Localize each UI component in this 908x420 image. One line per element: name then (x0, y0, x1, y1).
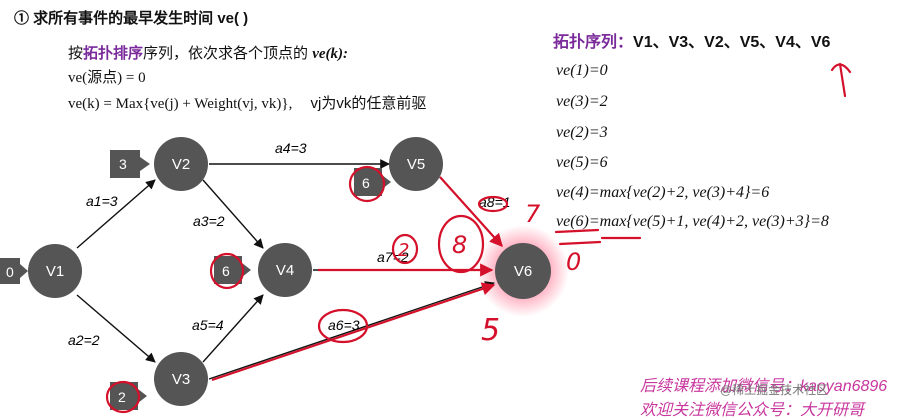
node-v5-label: V5 (407, 156, 425, 173)
red-seven: 7 (525, 200, 541, 228)
edge-v3-v4 (202, 294, 264, 363)
node-v6-label: V6 (514, 263, 532, 280)
red-five: 5 (481, 313, 500, 348)
ve-value-v2: 3 (119, 156, 127, 172)
ve-tag-v5: 6 (354, 168, 391, 196)
formula-general: ve(k) = Max{ve(j) + Weight(vj, vk)}, vj为… (68, 92, 426, 113)
red-circle-a7-value (391, 233, 419, 265)
instruction-term: ve(k): (312, 46, 349, 62)
edge-label-a6: a6=3 (328, 317, 360, 333)
red-circle-v3-tag (105, 380, 141, 414)
result-line: ve(1)=0 (556, 62, 608, 79)
instruction-line: 按拓扑排序序列，依次求各个顶点的 ve(k): (68, 42, 348, 63)
red-circle-a8 (477, 195, 509, 213)
ve-tag-v1: 0 (0, 258, 28, 284)
instruction-prefix: 按 (68, 45, 84, 62)
formula-general-note: vj为vk的任意前驱 (310, 95, 427, 112)
ve-tag-v4: 6 (214, 256, 251, 284)
instruction-highlight: 拓扑排序 (83, 45, 144, 62)
red-eight-text: 8 (452, 231, 467, 259)
node-v1-label: V1 (46, 263, 64, 280)
instruction-mid: 序列，依次求各个顶点的 (143, 45, 313, 62)
ve-value-v5: 6 (362, 175, 370, 191)
topo-order: 拓扑序列：V1、V3、V2、V5、V4、V6 (553, 28, 830, 52)
edge-label-a2: a2=2 (68, 332, 100, 348)
result-line: ve(4)=max{ve(2)+2, ve(3)+4}=6 (556, 184, 770, 201)
topo-label: 拓扑序列： (553, 34, 634, 51)
red-underline-ve6 (554, 228, 600, 234)
node-v1: V1 (28, 244, 82, 298)
red-circle-v4-tag (209, 252, 245, 290)
watermark-overlay: @稀土掘金技术社区 (720, 383, 829, 397)
result-line: ve(6)=max{ve(5)+1, ve(4)+2, ve(3)+3}=8 (556, 213, 829, 230)
red-circle-a6 (317, 308, 369, 344)
edge-label-a5: a5=4 (192, 317, 224, 333)
red-a7-text: 2 (398, 240, 409, 261)
node-v6: V6 (495, 243, 551, 299)
result-line: ve(3)=2 (556, 93, 608, 110)
node-v4: V4 (258, 243, 312, 297)
node-v5: V5 (389, 137, 443, 191)
ve-value-v4: 6 (222, 263, 230, 279)
formula-source: ve(源点) = 0 (68, 70, 146, 86)
red-edge-v3-v6 (211, 282, 496, 382)
node-v4-label: V4 (276, 262, 294, 279)
ve-tag-v3: 2 (110, 382, 147, 410)
ve-value-v1: 0 (6, 264, 14, 280)
node-v2-label: V2 (172, 156, 190, 173)
red-zero: 0 (566, 248, 581, 276)
edge-v2-v4 (202, 179, 264, 249)
topo-sequence: V1、V3、V2、V5、V4、V6 (633, 34, 831, 51)
node-v2: V2 (154, 137, 208, 191)
ve-tag-v2: 3 (110, 150, 150, 178)
edge-label-a4: a4=3 (275, 140, 307, 156)
red-circle-v5-tag (348, 165, 386, 203)
edge-v3-v6 (208, 281, 495, 380)
edge-label-a3: a3=2 (193, 213, 225, 229)
section-title: ① 求所有事件的最早发生时间 ve( ) (14, 10, 249, 27)
node-v3: V3 (154, 352, 208, 406)
red-edge-v5-v6 (439, 176, 503, 247)
result-line: ve(5)=6 (556, 154, 608, 171)
watermark-line-1: 后续课程添加微信号：kaoyan6896 (640, 378, 888, 395)
node-v3-label: V3 (172, 371, 190, 388)
red-arrow-shaft (838, 62, 847, 98)
formula-general-main: ve(k) = Max{ve(j) + Weight(vj, vk)}, (68, 96, 293, 112)
edge-v1-v3 (76, 294, 156, 363)
ve-value-v3: 2 (118, 389, 126, 405)
edge-v1-v2 (76, 179, 156, 249)
edge-label-a1: a1=3 (86, 193, 118, 209)
result-line: ve(2)=3 (556, 124, 608, 141)
red-underline-ve6-2 (558, 240, 602, 246)
red-circle-eight (437, 214, 485, 274)
watermark-line-2: 欢迎关注微信公众号：大开研哥 (640, 402, 865, 419)
